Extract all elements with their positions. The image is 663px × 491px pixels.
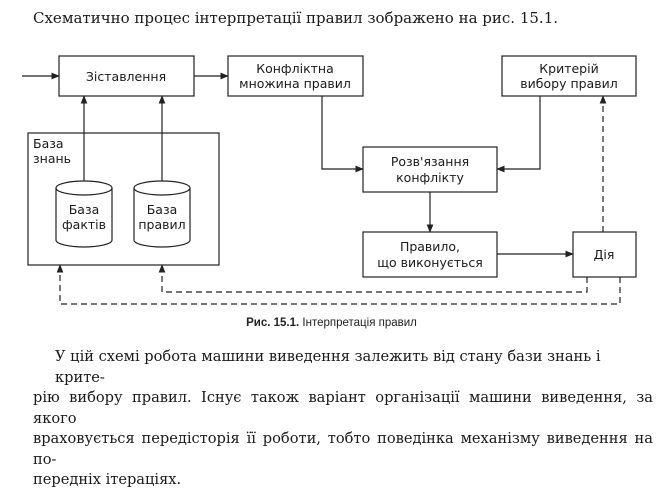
body-paragraph: У цій схемі робота машини виведення зале… [33, 347, 653, 491]
action-to-rules-dashed-arrow [158, 264, 588, 293]
criterion-box [501, 55, 637, 97]
criterion-to-resolution-arrow [496, 96, 541, 173]
executed-rule-label-line2: що виконується [377, 255, 483, 270]
rules-label-line1: База [147, 202, 178, 217]
paragraph-line-3: враховується передісторія її роботи, тоб… [33, 430, 653, 468]
action-label: Дія [594, 247, 615, 262]
paragraph-line-2: рію вибору правил. Існує також варіант о… [33, 389, 653, 427]
criterion-label-line2: вибору правил [520, 76, 617, 91]
knowledge-base-label-line2: знань [33, 151, 71, 166]
action-to-facts-dashed-arrow [56, 264, 621, 305]
caption-text: Інтерпретація правил [302, 317, 417, 329]
resolution-label-line2: конфлікту [396, 170, 464, 185]
executed-rule-label-line1: Правило, [400, 239, 460, 254]
figure-caption: Рис. 15.1. Інтерпретація правил [0, 317, 663, 329]
caption-label: Рис. 15.1. [246, 317, 300, 329]
facts-label-line2: фактів [62, 217, 106, 232]
conflict-set-label-line2: множина правил [239, 76, 351, 91]
knowledge-base-label-line1: База [33, 136, 64, 151]
intro-text: Схематично процес інтерпретації правил з… [33, 9, 559, 27]
knowledge-base-box [27, 132, 220, 266]
conflict-to-resolution-arrow [321, 96, 364, 173]
paragraph-line-1: У цій схемі робота машини виведення зале… [55, 348, 601, 386]
criterion-label-line1: Критерій [539, 61, 598, 76]
rules-label-line2: правил [138, 217, 185, 232]
resolution-label-line1: Розв'язання [391, 154, 469, 169]
conflict-set-label-line1: Конфліктна [256, 61, 334, 76]
rule-interpretation-diagram: Зіставлення Конфліктна множина правил Кр… [22, 55, 637, 305]
facts-label-line1: База [69, 202, 100, 217]
matching-label: Зіставлення [86, 69, 166, 84]
paragraph-line-4: передніх ітераціях. [33, 471, 182, 488]
